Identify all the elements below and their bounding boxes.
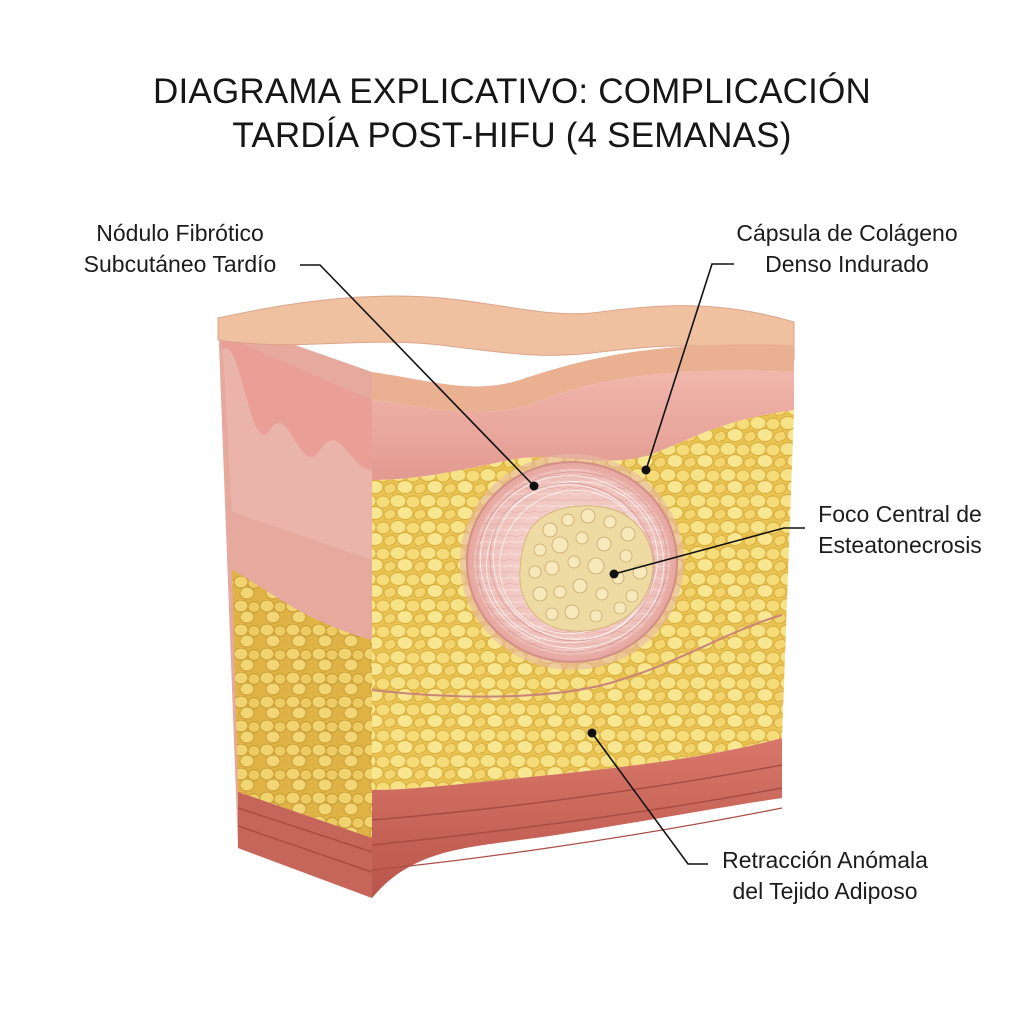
title-line-1: DIAGRAMA EXPLICATIVO: COMPLICACIÓN: [153, 72, 871, 111]
leader-lines: [300, 263, 805, 865]
leader-line-retraccion: [591, 732, 708, 865]
label-foco-line-1: Foco Central de: [818, 501, 982, 527]
fibrotic-nodule: [460, 454, 684, 670]
steatonecrosis-focus: [519, 505, 654, 632]
marker-retraccion: [587, 728, 597, 738]
page-title: DIAGRAMA EXPLICATIVO: COMPLICACIÓN TARDÍ…: [0, 70, 1024, 158]
label-retraccion-adiposo: Retracción Anómala del Tejido Adiposo: [700, 845, 950, 907]
leader-line-capsula: [645, 263, 734, 471]
label-nodulo-line-1: Nódulo Fibrótico: [96, 220, 264, 246]
marker-nodulo: [529, 481, 539, 491]
label-retraccion-line-1: Retracción Anómala: [722, 847, 928, 873]
label-nodulo-fibrotico: Nódulo Fibrótico Subcutáneo Tardío: [60, 218, 300, 280]
label-capsula-line-1: Cápsula de Colágeno: [736, 220, 958, 246]
label-foco-esteatonecrosis: Foco Central de Esteatonecrosis: [800, 499, 1000, 561]
leader-line-nodulo: [300, 264, 535, 487]
marker-capsula: [641, 465, 651, 475]
label-capsula-line-2: Denso Indurado: [765, 251, 929, 277]
leader-line-foco: [613, 527, 805, 575]
label-nodulo-line-2: Subcutáneo Tardío: [83, 251, 277, 277]
title-line-2: TARDÍA POST-HIFU (4 SEMANAS): [232, 116, 792, 155]
marker-foco: [609, 569, 619, 579]
label-capsula-colageno: Cápsula de Colágeno Denso Indurado: [722, 218, 972, 280]
block-left-face: [218, 318, 373, 898]
label-foco-line-2: Esteatonecrosis: [818, 532, 982, 558]
label-retraccion-line-2: del Tejido Adiposo: [732, 878, 918, 904]
